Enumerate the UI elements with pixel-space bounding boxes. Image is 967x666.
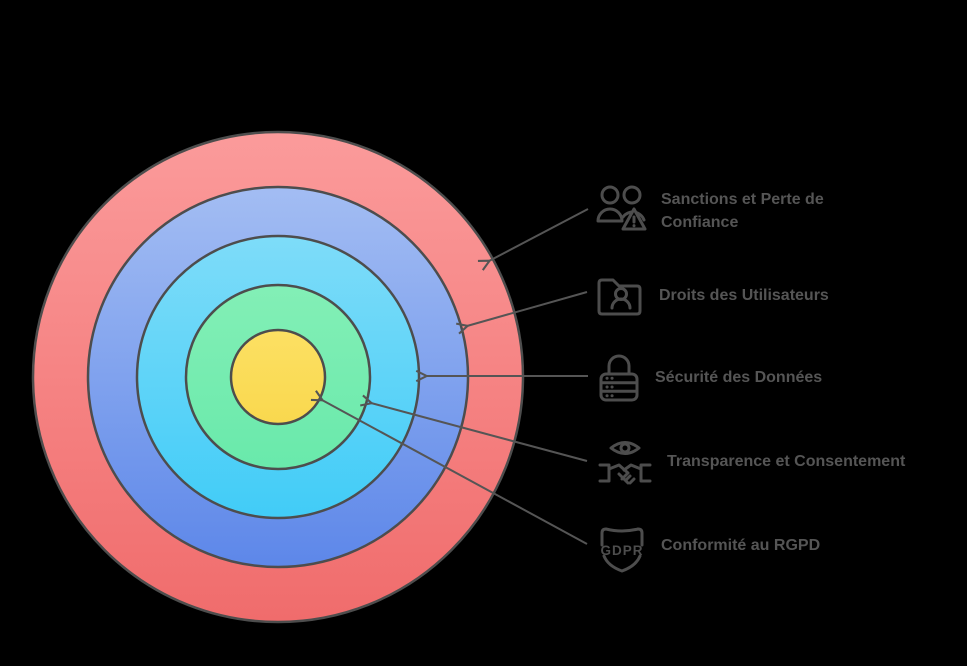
- arrow-transparence: [371, 403, 588, 462]
- legend-label: Transparence et Consentement: [667, 453, 906, 471]
- eye-handshake-icon: [596, 434, 654, 490]
- legend-item-droits: Droits des Utilisateurs: [596, 275, 829, 317]
- legend-label: Droits des Utilisateurs: [659, 287, 829, 305]
- legend-label: Sanctions et Perte de Confiance: [661, 190, 824, 231]
- arrow-droits: [467, 291, 588, 326]
- folder-user-icon: [596, 275, 646, 317]
- legend-item-transparence: Transparence et Consentement: [596, 434, 905, 490]
- legend-item-conformite: GDPR Conformité au RGPD: [596, 518, 820, 574]
- arrow-conformite: [322, 400, 588, 545]
- arrow-sanctions: [489, 208, 589, 261]
- shield-gdpr-text: GDPR: [600, 543, 643, 558]
- legend-label: Conformité au RGPD: [661, 537, 821, 555]
- legend-label: Sécurité des Données: [655, 369, 823, 387]
- gdpr-shield-icon: GDPR: [596, 518, 648, 574]
- ring-conformite: [229, 328, 327, 426]
- legend-item-securite: Sécurité des Données: [596, 353, 822, 403]
- users-alert-icon: [596, 184, 648, 238]
- legend-item-sanctions: Sanctions et Perte de Confiance: [596, 184, 879, 238]
- lock-server-icon: [596, 353, 642, 403]
